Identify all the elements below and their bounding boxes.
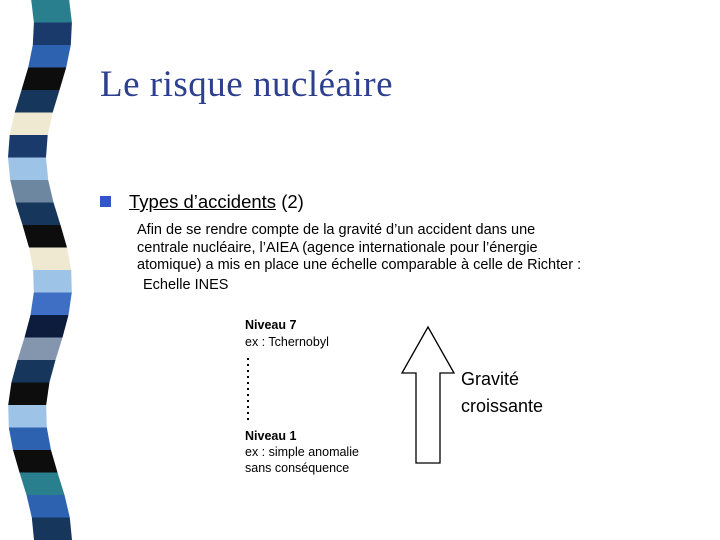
level-1-label: Niveau 1: [245, 429, 297, 443]
arrow-caption: Gravité croissante: [461, 366, 543, 420]
level-1-example-line1: ex : simple anomalie: [245, 445, 359, 459]
paragraph-line: Afin de se rendre compte de la gravité d…: [137, 222, 536, 238]
bullet-label-underlined: Types d’accidents: [129, 191, 277, 212]
decorative-ribbon: [8, 0, 72, 540]
level-1-example-line2: sans conséquence: [245, 461, 350, 475]
level-7-example: ex : Tchernobyl: [245, 335, 329, 349]
body-paragraph: Afin de se rendre compte de la gravité d…: [137, 222, 642, 294]
echelle-ines-label: Echelle INES: [143, 276, 229, 293]
bullet-label-suffix: (2): [276, 191, 304, 212]
up-arrow-icon: [400, 325, 456, 470]
bullet-item: Types d’accidents (2): [100, 190, 304, 213]
bullet-square-icon: [100, 196, 111, 207]
paragraph-line: atomique) a mis en place une échelle com…: [137, 257, 582, 273]
dotted-separator-line: [247, 358, 249, 424]
level-7-label: Niveau 7: [245, 318, 297, 332]
slide-title: Le risque nucléaire: [100, 64, 394, 105]
scale-level-1: Niveau 1 ex : simple anomalie sans consé…: [245, 428, 359, 476]
paragraph-line: centrale nucléaire, l’AIEA (agence inter…: [137, 239, 538, 256]
arrow-caption-line2: croissante: [461, 396, 544, 416]
bullet-label: Types d’accidents (2): [129, 190, 304, 213]
scale-level-7: Niveau 7 ex : Tchernobyl: [245, 317, 329, 351]
arrow-caption-line1: Gravité: [461, 369, 520, 389]
